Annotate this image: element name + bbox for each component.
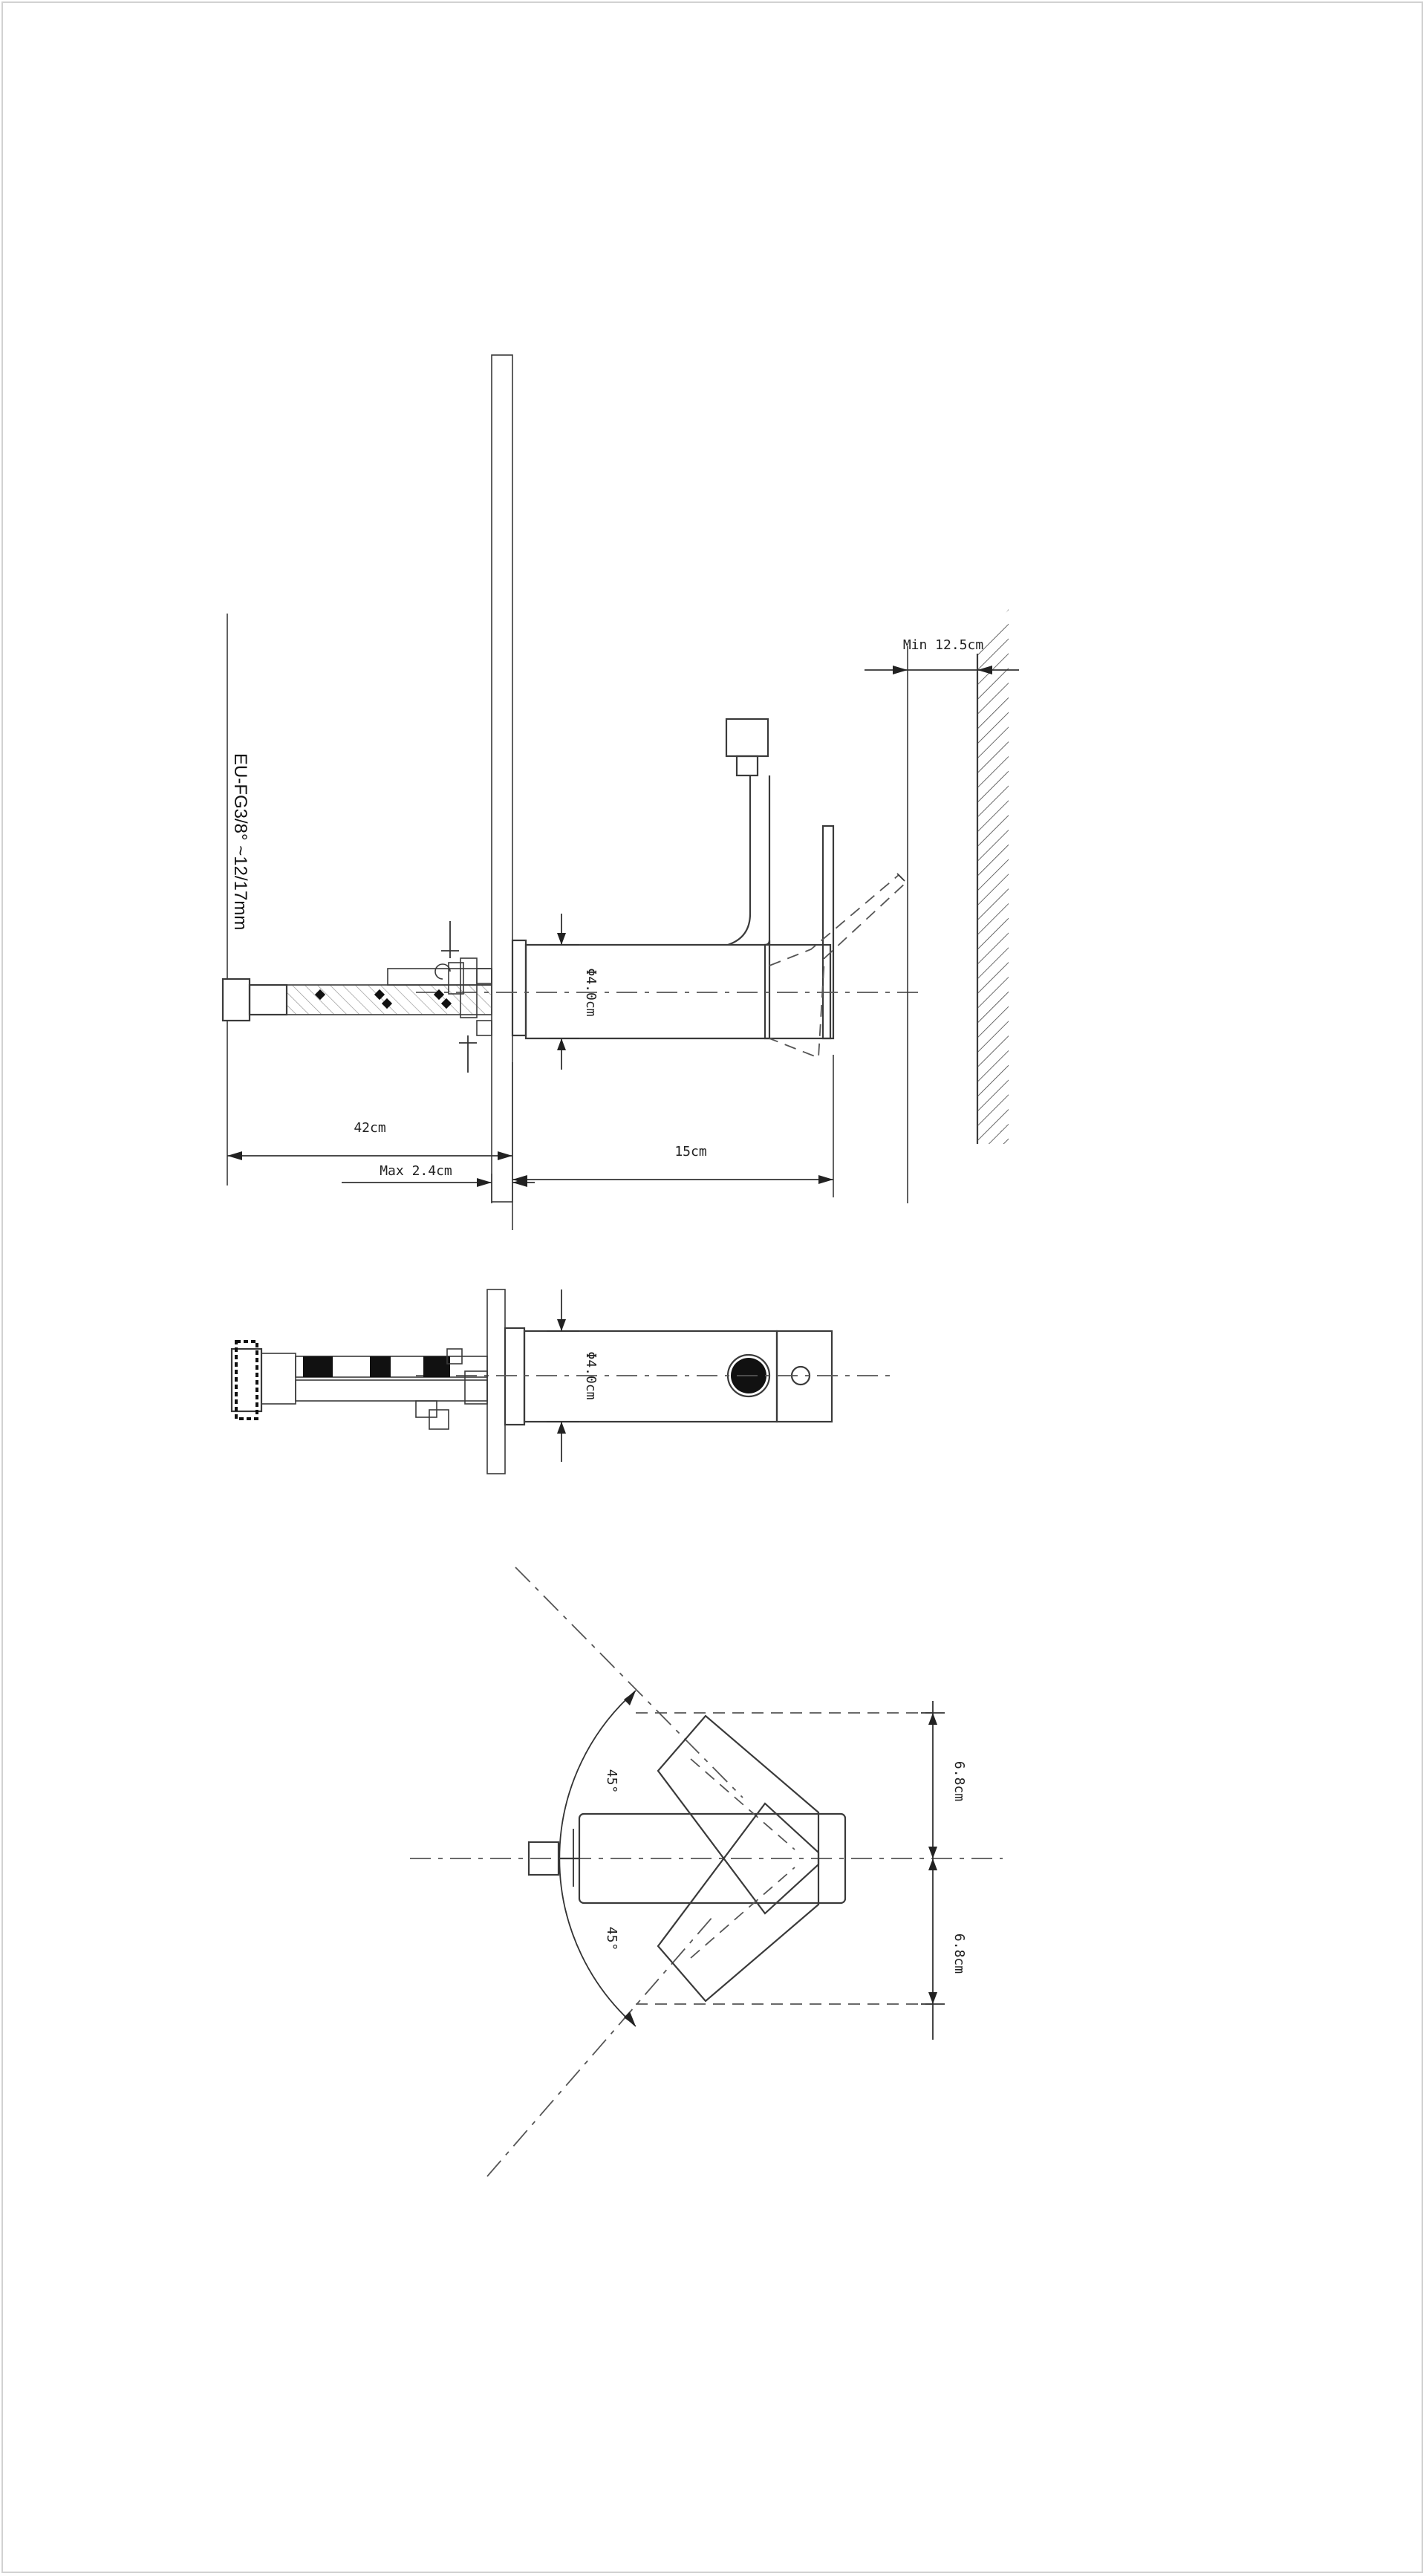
- supply-hose-side: [221, 957, 492, 1036]
- back-wall: [976, 609, 1009, 1144]
- dim-hose-length: 42cm: [227, 1120, 512, 1160]
- label-angle-upper: 45°: [604, 1769, 619, 1794]
- faucet-body-front: [504, 1327, 833, 1426]
- label-thread-spec: EU-FG3/8° ~12/17mm: [230, 753, 250, 930]
- faucet-body-side: [511, 718, 908, 1059]
- label-diameter-front: Φ4.0cm: [583, 1351, 599, 1399]
- label-width-upper: 6.8cm: [951, 1761, 967, 1801]
- dim-width-lower: 6.8cm: [921, 1858, 967, 2040]
- lever-upper: [657, 1714, 820, 1915]
- label-reach: 15cm: [674, 1144, 706, 1159]
- dim-diameter-side: Φ4.0cm: [550, 914, 599, 1070]
- dim-min-clearance: Min 12.5cm: [865, 637, 1019, 1203]
- slab-front: [486, 1289, 506, 1474]
- label-hose-length: 42cm: [354, 1120, 385, 1136]
- label-diameter-side: Φ4.0cm: [583, 968, 599, 1016]
- dim-reach: 15cm: [512, 1144, 833, 1184]
- label-angle-lower: 45°: [604, 1927, 619, 1951]
- angle-line-upper: [515, 1567, 743, 1798]
- label-min-clearance: Min 12.5cm: [903, 637, 983, 653]
- spout-top: [527, 1841, 579, 1876]
- dim-max-thickness: Max 2.4cm: [342, 1163, 535, 1187]
- lever-lower: [657, 1802, 820, 2003]
- dim-nut-ticks: [441, 921, 477, 1073]
- side-view: Φ4.0cm EU-FG3/8° ~12/17mm 42cm: [221, 354, 1019, 1230]
- front-view: Φ4.0cm: [230, 1289, 891, 1474]
- supply-hose-front: [230, 1340, 488, 1430]
- label-width-lower: 6.8cm: [951, 1933, 967, 1974]
- angle-line-lower: [486, 1916, 714, 2177]
- label-max-thickness: Max 2.4cm: [380, 1163, 452, 1179]
- dim-width-upper: 6.8cm: [921, 1701, 967, 1858]
- countertop-slab: [491, 354, 513, 1203]
- thread-spec: EU-FG3/8° ~12/17mm: [227, 614, 250, 979]
- top-view: 6.8cm 6.8cm 45° 45°: [410, 1567, 1003, 2177]
- dim-diameter-front: Φ4.0cm: [547, 1289, 599, 1462]
- body-top: [578, 1812, 847, 1905]
